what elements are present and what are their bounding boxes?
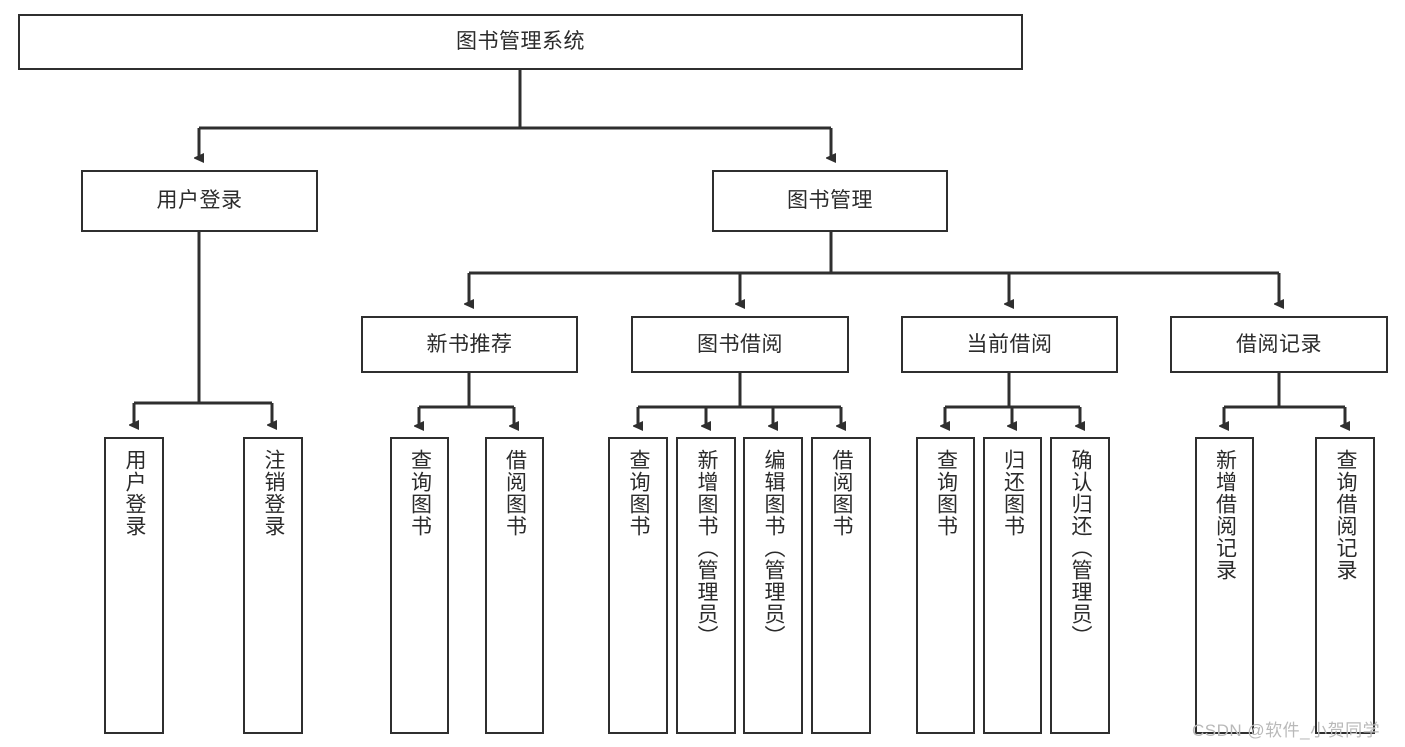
node-leaf-cur-confirm-return[interactable]: 确认归还（管理员） [1050,437,1110,734]
node-new-book-rec[interactable]: 新书推荐 [361,316,578,373]
node-leaf-rec-add-record[interactable]: 新增借阅记录 [1195,437,1254,734]
node-leaf-rec-query-record[interactable]: 查询借阅记录 [1315,437,1375,734]
node-book-manage-label: 图书管理 [787,189,873,213]
node-leaf-cur-return-book-label: 归还图书 [1001,449,1025,537]
node-leaf-borrow-edit-book[interactable]: 编辑图书（管理员） [743,437,803,734]
node-leaf-cur-confirm-return-label: 确认归还（管理员） [1069,449,1093,647]
node-user-login[interactable]: 用户登录 [81,170,318,232]
node-current-borrow-label: 当前借阅 [966,332,1053,356]
node-leaf-borrow-add-book-label: 新增图书（管理员） [695,449,719,647]
node-book-manage[interactable]: 图书管理 [712,170,948,232]
node-user-login-label: 用户登录 [156,189,243,213]
node-leaf-rec-query-record-label: 查询借阅记录 [1334,449,1358,581]
node-leaf-rec-borrow-book-label: 借阅图书 [503,449,527,537]
node-leaf-borrow-add-book[interactable]: 新增图书（管理员） [676,437,736,734]
node-borrow-record-label: 借阅记录 [1236,332,1322,356]
node-leaf-rec-query-book[interactable]: 查询图书 [390,437,449,734]
node-current-borrow[interactable]: 当前借阅 [901,316,1118,373]
node-book-borrow[interactable]: 图书借阅 [631,316,849,373]
node-leaf-cur-query-book-label: 查询图书 [934,449,958,537]
node-leaf-rec-add-record-label: 新增借阅记录 [1213,449,1237,581]
node-borrow-record[interactable]: 借阅记录 [1170,316,1388,373]
node-book-borrow-label: 图书借阅 [697,332,783,356]
node-root-label: 图书管理系统 [456,30,585,54]
node-leaf-user-login[interactable]: 用户登录 [104,437,164,734]
node-leaf-borrow-query-book-label: 查询图书 [627,449,651,537]
node-new-book-rec-label: 新书推荐 [426,332,513,356]
node-leaf-cur-query-book[interactable]: 查询图书 [916,437,975,734]
node-leaf-rec-borrow-book[interactable]: 借阅图书 [485,437,544,734]
node-leaf-user-logout[interactable]: 注销登录 [243,437,303,734]
node-leaf-borrow-edit-book-label: 编辑图书（管理员） [762,449,786,647]
node-leaf-user-logout-label: 注销登录 [262,449,286,537]
node-leaf-user-login-label: 用户登录 [123,449,147,537]
node-leaf-rec-query-book-label: 查询图书 [408,449,432,537]
node-root[interactable]: 图书管理系统 [18,14,1023,70]
node-leaf-borrow-borrow-book[interactable]: 借阅图书 [811,437,871,734]
node-leaf-borrow-borrow-book-label: 借阅图书 [830,449,854,537]
node-leaf-borrow-query-book[interactable]: 查询图书 [608,437,668,734]
node-leaf-cur-return-book[interactable]: 归还图书 [983,437,1042,734]
watermark-text: CSDN @软件_小贺同学 [1192,721,1381,740]
